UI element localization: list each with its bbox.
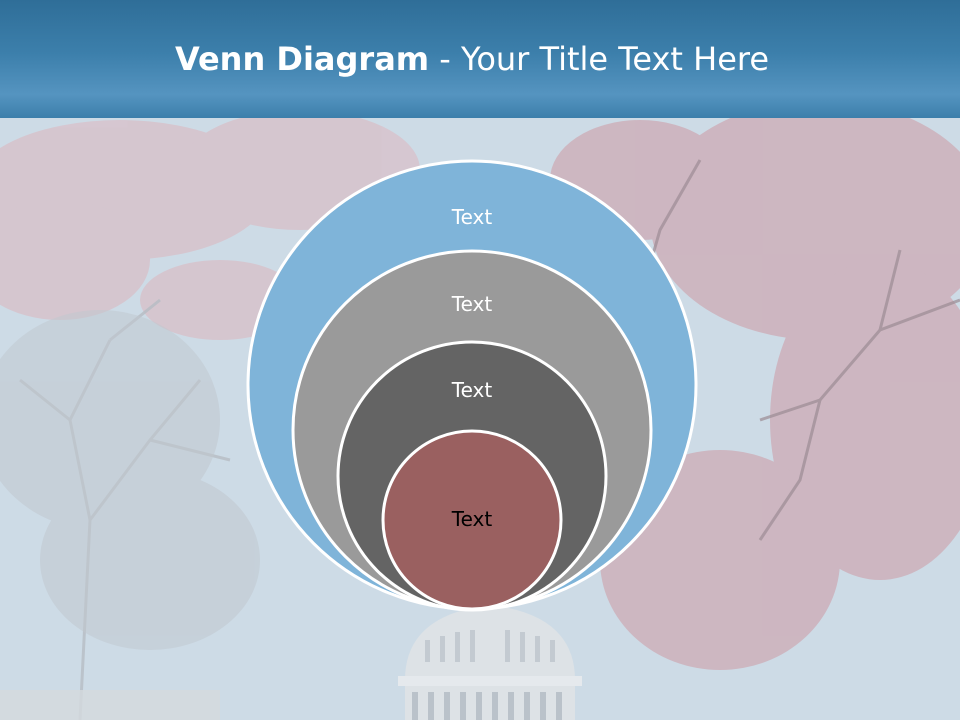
venn-label-third: Text — [451, 378, 493, 402]
header-band — [0, 0, 960, 118]
venn-label-outer: Text — [451, 205, 493, 229]
title-bold: Venn Diagram — [174, 40, 430, 78]
slide-title: Venn Diagram - Your Title Text Here — [0, 40, 944, 78]
venn-circle-inner[interactable] — [381, 429, 563, 611]
venn-label-inner: Text — [451, 507, 493, 531]
venn-label-second: Text — [451, 292, 493, 316]
title-rest: - Your Title Text Here — [429, 40, 770, 78]
